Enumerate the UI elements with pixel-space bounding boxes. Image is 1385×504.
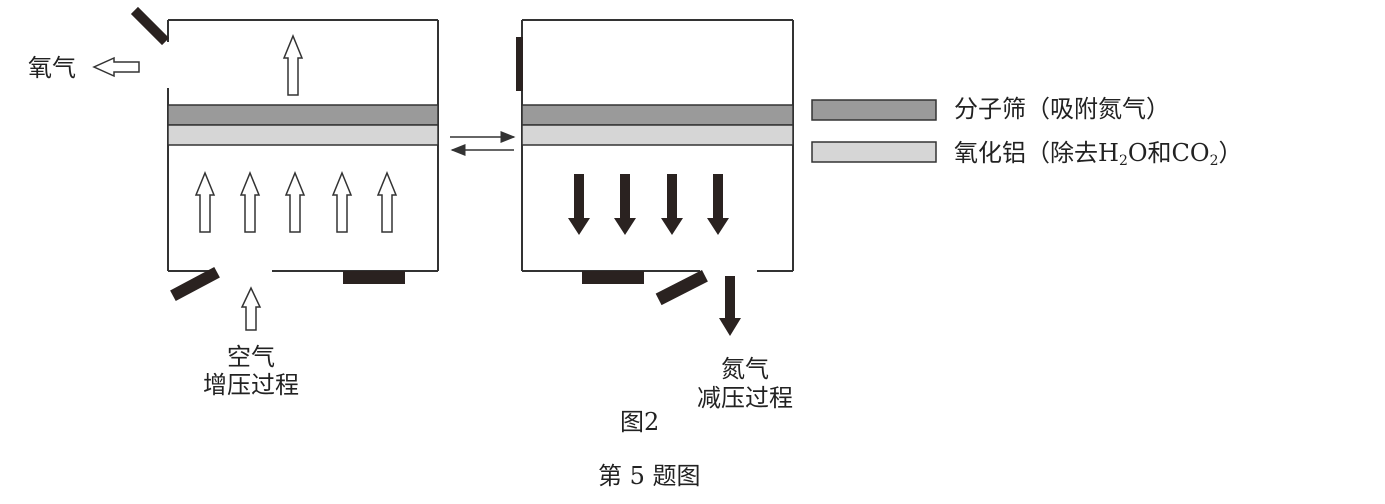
molecular-sieve-layer [167,104,439,126]
nitrogen-outlet-arrow-icon [719,276,741,336]
air-inlet-arrow-icon [240,286,262,331]
right-top-closed-valve [516,37,523,91]
right-chamber [521,19,794,272]
air-label: 空气 [227,343,275,371]
air-inlet-valve-open [170,266,220,302]
caption: 第 5 题图 [598,462,701,490]
left-closed-valve [343,271,405,284]
depressurize-process-label: 减压过程 [697,384,793,412]
legend-swatch-molecular-sieve [811,99,937,121]
nitrogen-outlet-valve-open [655,269,708,306]
down-arrow-icon [707,174,729,235]
up-arrow-icon [284,171,306,233]
legend-label-alumina: 氧化铝（除去H2O和CO2） [954,139,1243,169]
legend-label-molecular-sieve: 分子筛（吸附氮气） [954,95,1170,123]
figure-number: 图2 [620,408,660,436]
alumina-layer [167,124,439,146]
left-chamber [167,19,439,272]
molecular-sieve-layer [521,104,794,126]
right-chamber-flow-arrows [568,174,741,336]
oxygen-valve-open [130,6,170,46]
alumina-layer [521,124,794,146]
pressurize-process-label: 增压过程 [203,371,299,399]
up-arrow-icon [331,171,353,233]
up-arrow-icon [376,171,398,233]
down-arrow-icon [661,174,683,235]
up-arrow-icon [239,171,261,233]
up-arrow-icon [194,171,216,233]
up-arrow-icon [282,34,304,96]
right-closed-valve [582,271,644,284]
oxygen-label: 氧气 [28,54,76,82]
down-arrow-icon [568,174,590,235]
nitrogen-label: 氮气 [721,355,769,383]
oxygen-outlet-arrow-icon [92,56,140,78]
down-arrow-icon [614,174,636,235]
legend-swatch-alumina [811,141,937,163]
left-chamber-flow-arrows [92,34,398,331]
